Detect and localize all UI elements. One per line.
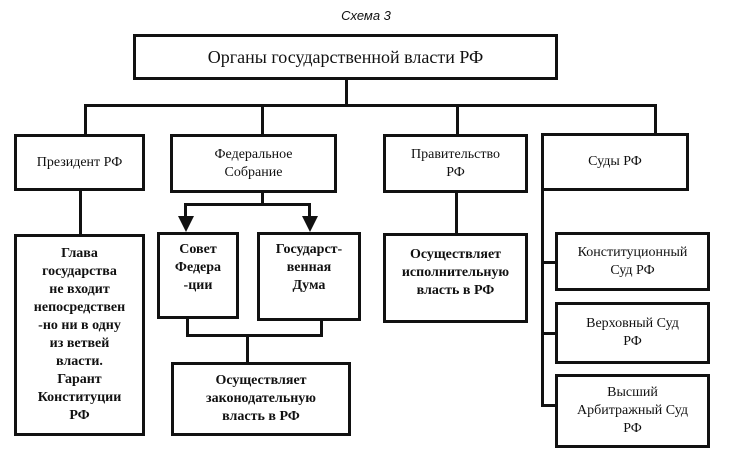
court-label: Конституционный Суд РФ (577, 244, 688, 278)
chamber-node-federation-council: Совет Федера -ции (157, 232, 239, 319)
arrow-down-icon (178, 216, 194, 232)
diagram-caption: Схема 3 (341, 8, 391, 23)
chamber-node-state-duma: Государст- венная Дума (257, 232, 361, 321)
connector-legislative (246, 334, 249, 363)
court-node-constitutional: Конституционный Суд РФ (555, 232, 710, 291)
connector-courts-trunk (541, 191, 544, 407)
courts-node: Суды РФ (541, 133, 689, 191)
connector-court-1 (541, 261, 556, 264)
chamber-label: Государст- венная Дума (275, 242, 343, 293)
government-description-node: Осуществляет исполнительную власть в РФ (383, 233, 528, 323)
chamber-label: Совет Федера -ции (174, 242, 222, 293)
connector-council-join (186, 319, 189, 336)
president-label: Президент РФ (36, 154, 123, 170)
connector-federal-assembly (261, 104, 264, 135)
connector-bus (84, 104, 657, 107)
court-node-arbitration: Высший Арбитражный Суд РФ (555, 374, 710, 448)
legislative-description: Осуществляет законодательную власть в РФ (205, 373, 316, 424)
connector-root-stem (345, 80, 348, 106)
connector-fa-right (308, 203, 311, 217)
court-label: Высший Арбитражный Суд РФ (576, 385, 689, 436)
connector-government (456, 104, 459, 135)
connector-chambers-join (186, 334, 323, 337)
government-node: Правительство РФ (383, 134, 528, 193)
root-node: Органы государственной власти РФ (133, 34, 558, 80)
arrow-down-icon (302, 216, 318, 232)
federal-assembly-node: Федеральное Собрание (170, 134, 337, 193)
connector-court-2 (541, 332, 556, 335)
root-label: Органы государственной власти РФ (207, 47, 484, 67)
connector-duma-join (320, 321, 323, 336)
courts-label: Суды РФ (588, 154, 642, 169)
court-label: Верховный Суд РФ (586, 316, 679, 349)
connector-president-desc (79, 191, 82, 235)
president-description: Глава государства не входит непосредстве… (33, 246, 126, 423)
connector-court-3 (541, 404, 556, 407)
government-label: Правительство РФ (411, 146, 500, 180)
government-description: Осуществляет исполнительную власть в РФ (401, 247, 510, 298)
president-node: Президент РФ (14, 134, 145, 191)
connector-fa-split (184, 203, 311, 206)
connector-government-desc (455, 193, 458, 234)
legislative-description-node: Осуществляет законодательную власть в РФ (171, 362, 351, 436)
connector-fa-stem (261, 193, 264, 205)
connector-courts (654, 104, 657, 135)
president-description-node: Глава государства не входит непосредстве… (14, 234, 145, 436)
federal-assembly-label: Федеральное Собрание (214, 146, 293, 180)
connector-president (84, 104, 87, 135)
court-node-supreme: Верховный Суд РФ (555, 302, 710, 364)
connector-fa-left (184, 203, 187, 217)
